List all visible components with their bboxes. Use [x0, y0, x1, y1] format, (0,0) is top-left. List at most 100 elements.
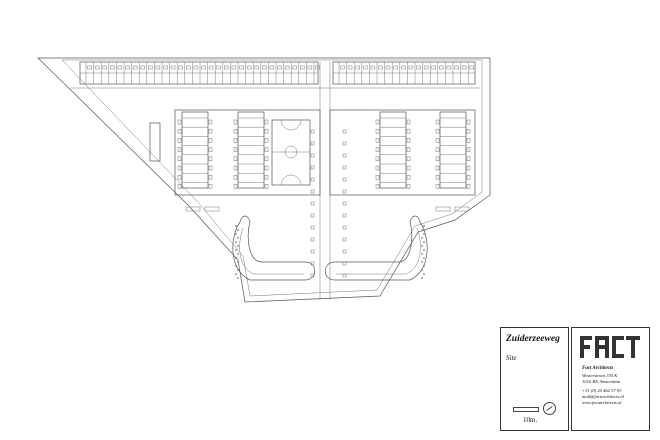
- storage-unit: [292, 65, 297, 70]
- cell-marker: [177, 165, 182, 171]
- cell-marker: [466, 119, 471, 125]
- storage-unit: [340, 65, 345, 70]
- tree-marker: [234, 232, 238, 236]
- storage-unit: [163, 65, 168, 70]
- storage-unit: [178, 65, 183, 70]
- tree-marker: [420, 244, 424, 248]
- storage-unit: [193, 65, 199, 70]
- storage-block-east: [329, 109, 476, 212]
- cell-marker: [264, 174, 269, 180]
- column-marker: [342, 249, 347, 254]
- storage-unit: [94, 65, 100, 70]
- storage-unit: [454, 65, 459, 70]
- tree-marker: [422, 224, 426, 228]
- cell-marker: [435, 147, 440, 152]
- storage-unit: [262, 65, 267, 70]
- column-marker: [310, 129, 315, 134]
- storage-unit: [385, 65, 391, 70]
- cell-marker: [406, 174, 411, 180]
- parking-curve-west: [232, 215, 316, 281]
- office-address-1: Westerstraat 335 K: [582, 373, 618, 378]
- column-marker: [342, 153, 347, 158]
- storage-unit: [284, 65, 290, 70]
- storage-unit: [469, 65, 474, 70]
- storage-unit: [431, 65, 436, 70]
- column-marker: [342, 129, 347, 134]
- cell-marker: [466, 174, 471, 180]
- cell-marker: [264, 156, 269, 162]
- office-website: www.factarchitects.nl: [582, 400, 622, 405]
- column-marker: [342, 165, 347, 170]
- storage-unit: [239, 65, 244, 70]
- storage-unit: [363, 65, 368, 70]
- column-marker: [310, 273, 315, 278]
- storage-unit: [277, 65, 282, 70]
- storage-unit: [208, 65, 214, 70]
- cell-marker: [375, 184, 380, 189]
- cell-marker: [177, 174, 182, 180]
- column-marker: [342, 201, 347, 206]
- storage-unit: [132, 65, 138, 70]
- cell-marker: [264, 184, 269, 189]
- site-name: Zuiderzeeweg: [506, 334, 560, 344]
- column-marker: [342, 261, 347, 266]
- tree-marker: [420, 252, 424, 256]
- cell-marker: [406, 156, 411, 162]
- column-marker: [310, 225, 315, 230]
- cell-marker: [466, 128, 471, 134]
- office-email: mail@factarchitects.nl: [582, 394, 624, 399]
- cell-marker: [208, 147, 213, 152]
- cell-marker: [177, 119, 182, 125]
- cell-marker: [264, 138, 269, 143]
- column-marker: [342, 237, 347, 242]
- column-marker: [342, 225, 347, 230]
- tree-marker: [422, 232, 426, 236]
- tree-marker: [234, 224, 238, 228]
- storage-unit: [102, 65, 107, 70]
- storage-unit: [439, 65, 444, 70]
- cell-marker: [375, 156, 380, 162]
- utility-building: [149, 122, 161, 162]
- tree-marker: [420, 268, 424, 272]
- storage-unit: [246, 65, 252, 70]
- tree-marker: [420, 228, 424, 232]
- storage-unit: [461, 65, 467, 70]
- cell-marker: [406, 184, 411, 189]
- sheet-label: Site: [506, 354, 517, 362]
- cell-marker: [406, 165, 411, 171]
- cell-marker: [208, 174, 213, 180]
- tree-marker: [234, 264, 238, 268]
- cell-marker: [435, 156, 440, 162]
- cell-marker: [233, 174, 238, 180]
- column-marker: [310, 177, 315, 182]
- storage-unit: [355, 65, 360, 70]
- tree-marker: [422, 272, 426, 276]
- storage-unit: [216, 65, 221, 70]
- column-marker: [342, 273, 347, 278]
- cell-marker: [406, 138, 411, 143]
- storage-unit: [148, 65, 153, 70]
- storage-unit: [401, 65, 406, 70]
- storage-unit: [269, 65, 275, 70]
- storage-unit: [423, 65, 429, 70]
- cell-marker: [177, 138, 182, 143]
- tree-marker: [420, 260, 424, 264]
- cell-marker: [233, 156, 238, 162]
- cell-marker: [208, 156, 213, 162]
- storage-unit: [370, 65, 376, 70]
- tree-marker: [234, 240, 238, 244]
- tree-marker: [236, 244, 240, 248]
- cell-marker: [264, 128, 269, 134]
- storage-block-west: [174, 109, 321, 212]
- tree-marker: [236, 260, 240, 264]
- storage-unit: [408, 65, 414, 70]
- cell-marker: [375, 128, 380, 134]
- cell-marker: [435, 119, 440, 125]
- cell-marker: [466, 138, 471, 143]
- cell-marker: [375, 119, 380, 125]
- tree-marker: [236, 268, 240, 272]
- storage-unit: [254, 65, 259, 70]
- site-boundary-inner: [61, 59, 483, 297]
- storage-unit: [125, 65, 130, 70]
- cell-marker: [264, 119, 269, 125]
